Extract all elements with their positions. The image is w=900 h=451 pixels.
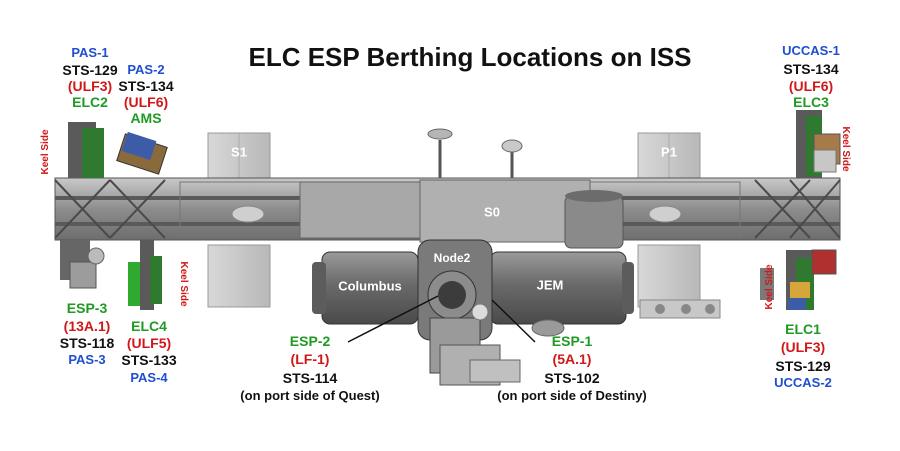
label-elc3-name: ELC3	[793, 94, 829, 110]
label-esp2-sts: STS-114	[282, 370, 338, 386]
label-pas2: PAS-2	[127, 62, 165, 77]
label-ams: AMS	[130, 110, 162, 126]
label-elc3-ulf6: (ULF6)	[788, 78, 834, 94]
label-pas1: PAS-1	[71, 45, 109, 60]
label-elc2-name: ELC2	[72, 94, 108, 110]
label-esp3-sts: STS-118	[59, 335, 115, 351]
label-esp1-note: (on port side of Destiny)	[497, 388, 647, 403]
label-esp3-flight: (13A.1)	[63, 318, 111, 334]
label-pas4: PAS-4	[130, 370, 168, 385]
label-esp1-flight: (5A.1)	[552, 351, 592, 367]
main-truss	[54, 177, 841, 249]
label-elc4-sts: STS-133	[121, 352, 177, 368]
label-elc1-name: ELC1	[785, 321, 821, 337]
module-label-jem: JEM	[536, 277, 564, 293]
label-esp2-note: (on port side of Quest)	[240, 388, 380, 403]
label-elc1-flight: (ULF3)	[780, 339, 826, 355]
label-uccas2: UCCAS-2	[774, 375, 832, 390]
keel-side-label-right: Keel Side	[840, 126, 851, 172]
elc3-cluster	[796, 110, 841, 178]
module-label-columbus: Columbus	[338, 278, 402, 294]
keel-side-label-elc4: Keel Side	[178, 261, 189, 307]
label-esp1-name: ESP-1	[551, 333, 593, 349]
label-elc4-name: ELC4	[131, 318, 167, 334]
label-elc2-ulf6: (ULF6)	[123, 94, 169, 110]
elc4-esp3-cluster	[128, 240, 162, 310]
label-elc2-sts129: STS-129	[62, 62, 118, 78]
label-esp2-name: ESP-2	[289, 333, 331, 349]
label-elc2-ulf3: (ULF3)	[67, 78, 113, 94]
label-elc3-sts134: STS-134	[783, 61, 839, 77]
label-elc4-flight: (ULF5)	[126, 335, 172, 351]
label-esp1-sts: STS-102	[544, 370, 600, 386]
label-esp3-name: ESP-3	[66, 300, 108, 316]
radiator-panels	[207, 132, 701, 308]
label-pas3: PAS-3	[68, 352, 106, 367]
antennas	[427, 128, 523, 178]
diagram-title: ELC ESP Berthing Locations on ISS	[248, 42, 692, 72]
label-esp2-flight: (LF-1)	[290, 351, 330, 367]
module-label-node2: Node2	[433, 251, 471, 265]
module-label-s0: S0	[484, 204, 500, 220]
elc1-cluster	[760, 249, 837, 310]
module-label-p1: P1	[661, 144, 677, 160]
elc2-ams-cluster	[60, 122, 168, 289]
label-elc2-sts134: STS-134	[118, 78, 174, 94]
module-label-s1: S1	[231, 144, 247, 160]
label-elc1-sts: STS-129	[775, 358, 831, 374]
keel-side-label-left: Keel Side	[40, 129, 51, 175]
keel-side-label-elc1: Keel Side	[764, 264, 775, 310]
label-uccas1: UCCAS-1	[782, 43, 840, 58]
